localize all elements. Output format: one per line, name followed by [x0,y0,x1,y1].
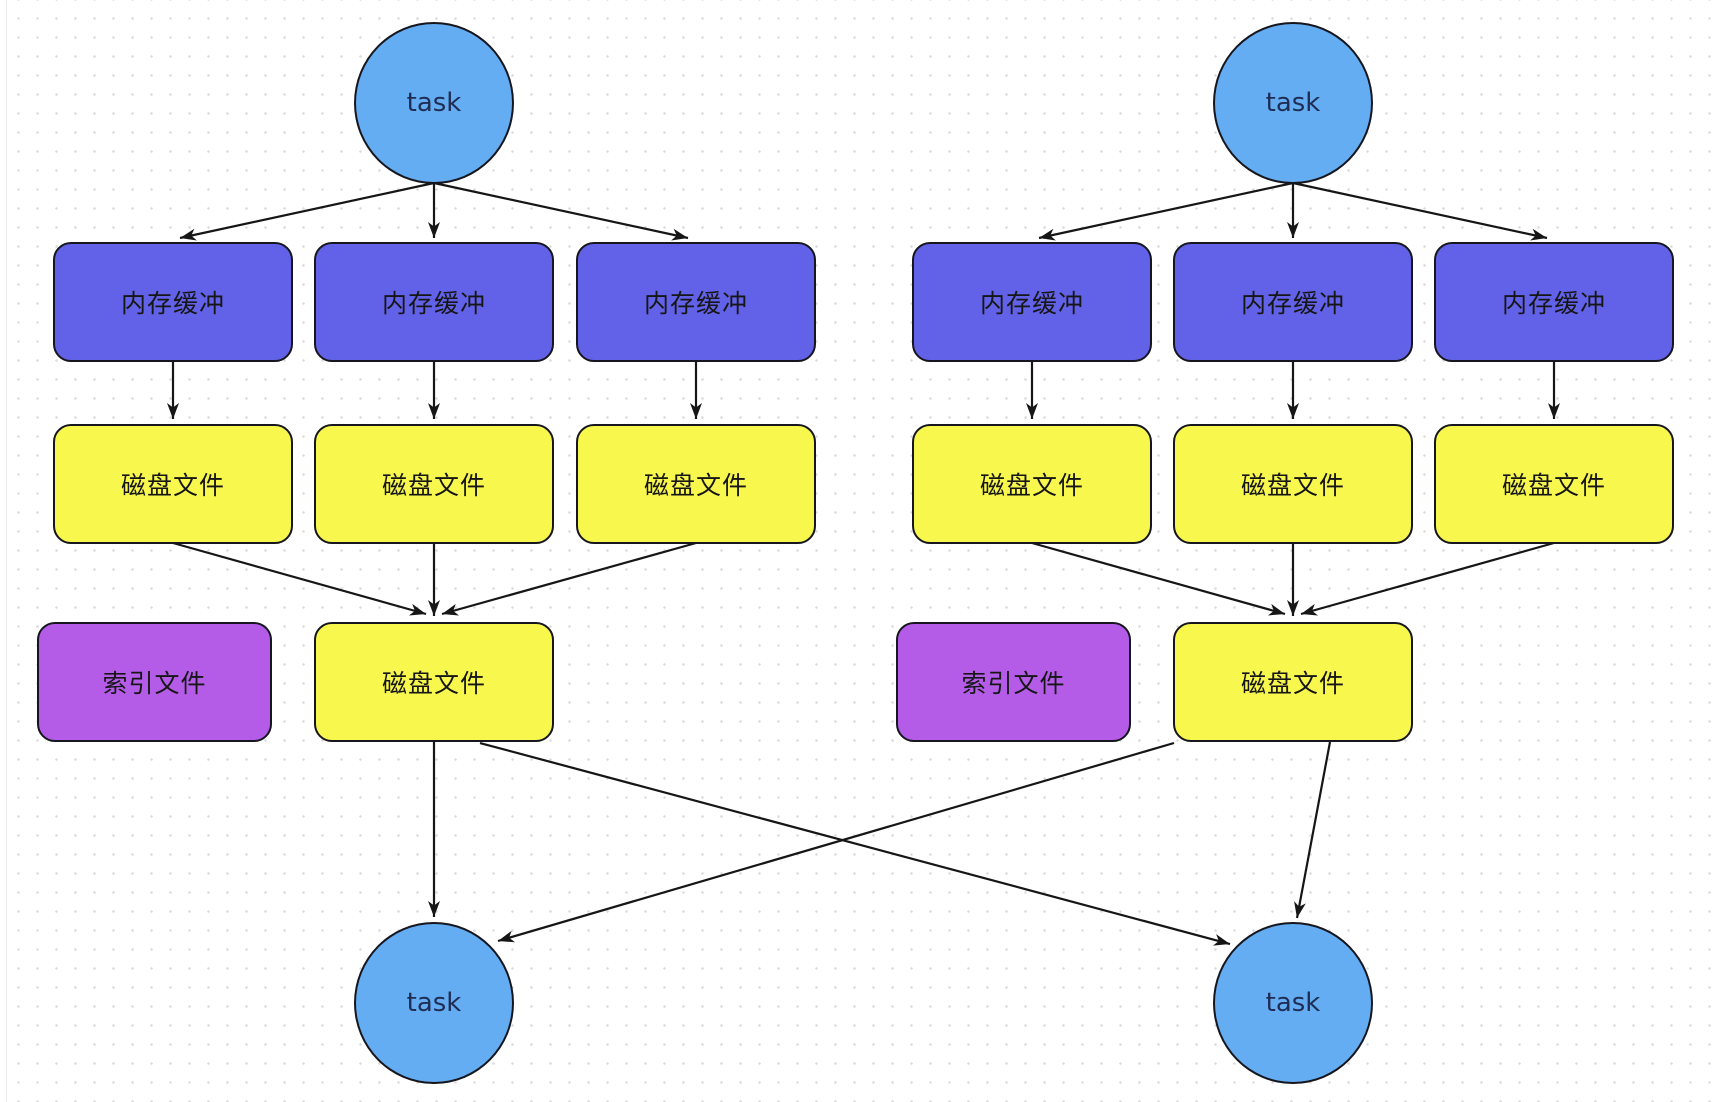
edge-disk1-merged [172,541,427,616]
memory-buffer-label: 内存缓冲 [643,289,748,318]
disk-file-label: 磁盘文件 [381,669,486,698]
edge-disk4-merged [1031,541,1286,616]
disk-file-label: 磁盘文件 [1240,669,1345,698]
index-file-box-right: 索引文件 [896,622,1131,742]
memory-buffer-label: 内存缓冲 [1240,289,1345,318]
memory-buffer-label: 内存缓冲 [381,289,486,318]
edge-merged2-task4 [1294,741,1332,919]
edge-task1-buffer3 [433,181,689,241]
task-node-bottom-left: task [354,922,514,1084]
edge-merged1-task4 [479,741,1231,946]
task-node-bottom-right: task [1213,922,1373,1084]
edge-task2-buffer1 [1038,181,1294,241]
edge-disk3-merged [441,541,697,616]
task-label: task [406,88,462,118]
disk-file-box-left-1: 磁盘文件 [53,424,293,544]
page-left-edge-line [6,0,7,1102]
index-file-label: 索引文件 [102,669,207,698]
edge-disk6-merged [1300,541,1555,616]
task-label: task [406,988,462,1018]
memory-buffer-box-left-1: 内存缓冲 [53,242,293,362]
disk-file-label: 磁盘文件 [1501,471,1606,500]
memory-buffer-label: 内存缓冲 [979,289,1084,318]
memory-buffer-box-right-1: 内存缓冲 [912,242,1152,362]
memory-buffer-box-right-3: 内存缓冲 [1434,242,1674,362]
page-left-gutter [0,0,6,1102]
disk-file-box-left-2: 磁盘文件 [314,424,554,544]
edge-task1-buffer1 [179,181,435,241]
disk-file-merged-box-left: 磁盘文件 [314,622,554,742]
edge-task2-buffer3 [1292,181,1548,241]
task-label: task [1265,988,1321,1018]
disk-file-box-right-2: 磁盘文件 [1173,424,1413,544]
disk-file-box-left-3: 磁盘文件 [576,424,816,544]
disk-file-box-right-1: 磁盘文件 [912,424,1152,544]
task-label: task [1265,88,1321,118]
disk-file-label: 磁盘文件 [979,471,1084,500]
disk-file-box-right-3: 磁盘文件 [1434,424,1674,544]
task-node-top-left: task [354,22,514,184]
index-file-box-left: 索引文件 [37,622,272,742]
disk-file-label: 磁盘文件 [120,471,225,500]
memory-buffer-box-left-3: 内存缓冲 [576,242,816,362]
disk-file-label: 磁盘文件 [381,471,486,500]
disk-file-merged-box-right: 磁盘文件 [1173,622,1413,742]
memory-buffer-box-right-2: 内存缓冲 [1173,242,1413,362]
task-node-top-right: task [1213,22,1373,184]
memory-buffer-box-left-2: 内存缓冲 [314,242,554,362]
memory-buffer-label: 内存缓冲 [1501,289,1606,318]
index-file-label: 索引文件 [961,669,1066,698]
disk-file-label: 磁盘文件 [1240,471,1345,500]
edge-merged2-task3 [497,741,1175,943]
disk-file-label: 磁盘文件 [643,471,748,500]
memory-buffer-label: 内存缓冲 [120,289,225,318]
